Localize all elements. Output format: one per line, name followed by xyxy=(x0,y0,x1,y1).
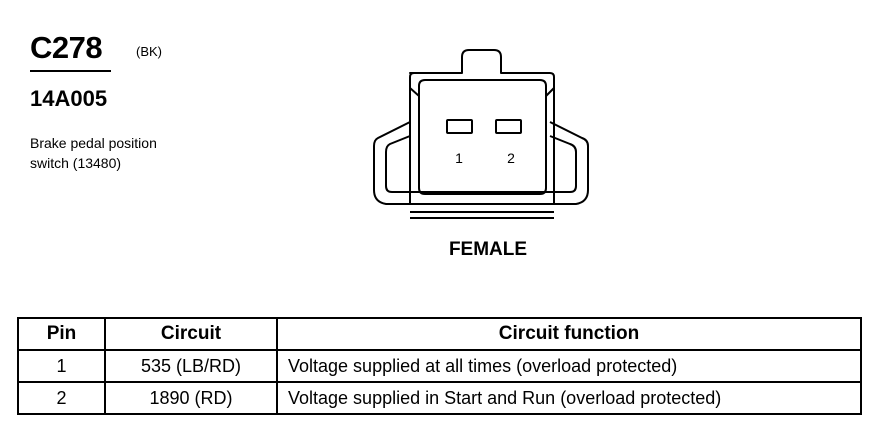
row-circuit: 535 (LB/RD) xyxy=(104,349,278,383)
row-pin: 2 xyxy=(17,381,106,415)
right-lock-notch xyxy=(545,87,555,97)
table-row: 1 535 (LB/RD) Voltage supplied at all ti… xyxy=(17,349,862,383)
connector-cavity xyxy=(418,79,547,195)
connector-description: Brake pedal position switch (13480) xyxy=(30,133,230,173)
connector-housing xyxy=(409,49,555,205)
header-function: Circuit function xyxy=(276,317,862,351)
table-row: 2 1890 (RD) Voltage supplied in Start an… xyxy=(17,381,862,415)
pin-1-label: 1 xyxy=(455,150,463,166)
left-lock-notch xyxy=(409,87,420,97)
header-circuit: Circuit xyxy=(104,317,278,351)
description-line-1: Brake pedal position xyxy=(30,135,157,151)
connector-color: (BK) xyxy=(136,44,162,59)
pin-2-cavity xyxy=(495,119,522,134)
header-pin: Pin xyxy=(17,317,106,351)
pin-1-cavity xyxy=(446,119,473,134)
connector-shell-inner xyxy=(385,135,577,193)
header-divider xyxy=(30,70,111,72)
row-function: Voltage supplied in Start and Run (overl… xyxy=(276,381,862,415)
connector-face-diagram: 1 2 xyxy=(370,40,610,230)
connector-face-drawing xyxy=(373,49,589,219)
row-circuit: 1890 (RD) xyxy=(104,381,278,415)
description-line-2: switch (13480) xyxy=(30,155,122,171)
connector-gender: FEMALE xyxy=(448,239,528,260)
pin-circuit-table: Pin Circuit Circuit function 1 535 (LB/R… xyxy=(17,317,862,415)
row-function: Voltage supplied at all times (overload … xyxy=(276,349,862,383)
pin-2-label: 2 xyxy=(507,150,515,166)
row-pin: 1 xyxy=(17,349,106,383)
part-number: 14A005 xyxy=(30,86,108,111)
table-header-row: Pin Circuit Circuit function xyxy=(17,317,862,351)
connector-id: C278 xyxy=(30,30,103,65)
